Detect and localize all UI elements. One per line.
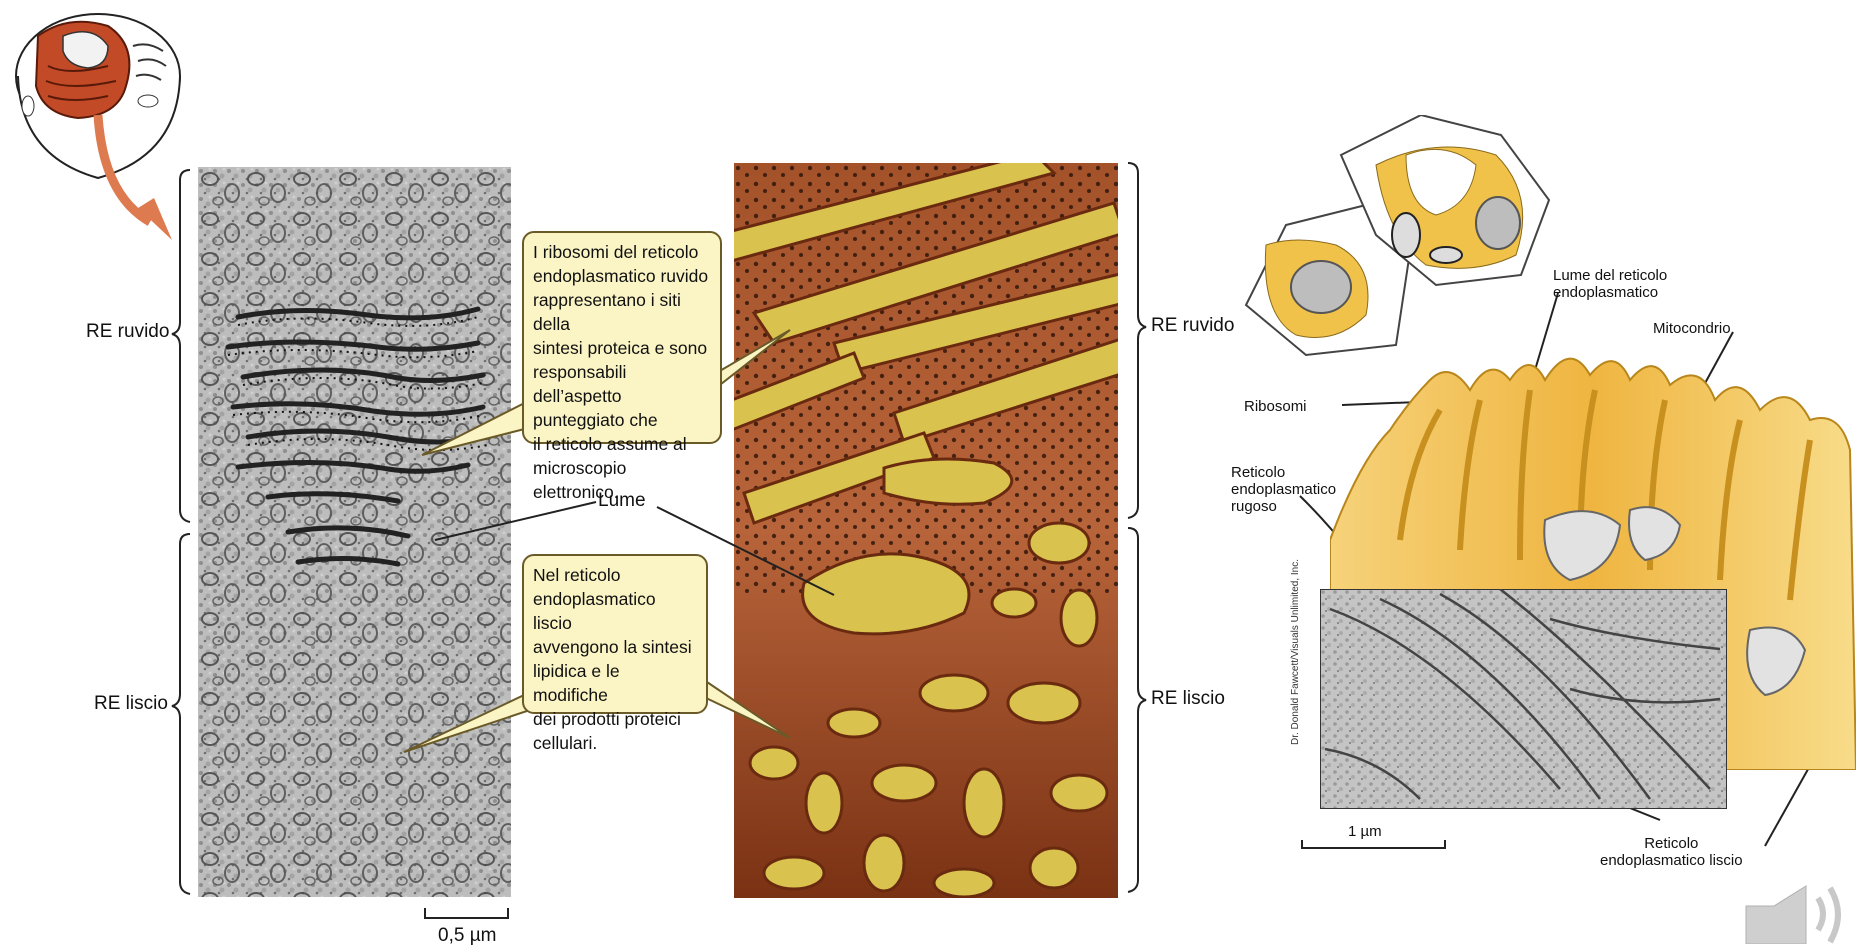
reticolo-liscio-label: Reticolo endoplasmatico liscio <box>1600 835 1743 869</box>
callout-line: endoplasmatico liscio <box>533 587 697 635</box>
label-line: rugoso <box>1231 498 1336 515</box>
callout-line: il reticolo assume al <box>533 432 711 456</box>
callout-line: responsabili dell’aspetto <box>533 360 711 408</box>
lume-reticolo-label: Lume del reticolo endoplasmatico <box>1553 267 1667 301</box>
callout-line: cellulari. <box>533 731 697 755</box>
mitocondrio-label: Mitocondrio <box>1653 320 1731 337</box>
callout-line: I ribosomi del reticolo <box>533 240 711 264</box>
ribosomi-label: Ribosomi <box>1244 398 1307 415</box>
callout-line: lipidica e le modifiche <box>533 659 697 707</box>
label-line: endoplasmatico <box>1553 284 1667 301</box>
cell-3d-diagram <box>1236 115 1556 365</box>
re-liscio-right-label: RE liscio <box>1151 688 1225 710</box>
reticolo-rugoso-label: Reticolo endoplasmatico rugoso <box>1231 464 1336 515</box>
label-line: Reticolo <box>1231 464 1336 481</box>
smooth-er-micrograph <box>1320 589 1727 809</box>
speaker-icon[interactable] <box>1726 880 1854 944</box>
callout-line: punteggiato che <box>533 408 711 432</box>
label-line: Lume del reticolo <box>1553 267 1667 284</box>
label-line: Reticolo <box>1600 835 1743 852</box>
smooth-er-callout: Nel reticolo endoplasmatico liscio avven… <box>522 554 708 714</box>
rough-er-callout: I ribosomi del reticolo endoplasmatico r… <box>522 231 722 444</box>
re-ruvido-left-label: RE ruvido <box>86 321 169 343</box>
lume-label: Lume <box>598 490 646 512</box>
callout-line: sintesi proteica e sono <box>533 336 711 360</box>
credit-label: Dr. Donald Fawcett/Visuals Unlimited, In… <box>1290 559 1301 745</box>
label-line: endoplasmatico liscio <box>1600 852 1743 869</box>
callout-line: endoplasmatico ruvido <box>533 264 711 288</box>
re-liscio-left-label: RE liscio <box>94 693 168 715</box>
callout-line: dei prodotti proteici <box>533 707 697 731</box>
callout-line: avvengono la sintesi <box>533 635 697 659</box>
callout-line: Nel reticolo <box>533 563 697 587</box>
scale-right-label: 1 µm <box>1348 823 1382 840</box>
label-line: endoplasmatico <box>1231 481 1336 498</box>
re-ruvido-right-label: RE ruvido <box>1151 315 1234 337</box>
callout-line: rappresentano i siti della <box>533 288 711 336</box>
scale-left-label: 0,5 µm <box>438 925 496 947</box>
